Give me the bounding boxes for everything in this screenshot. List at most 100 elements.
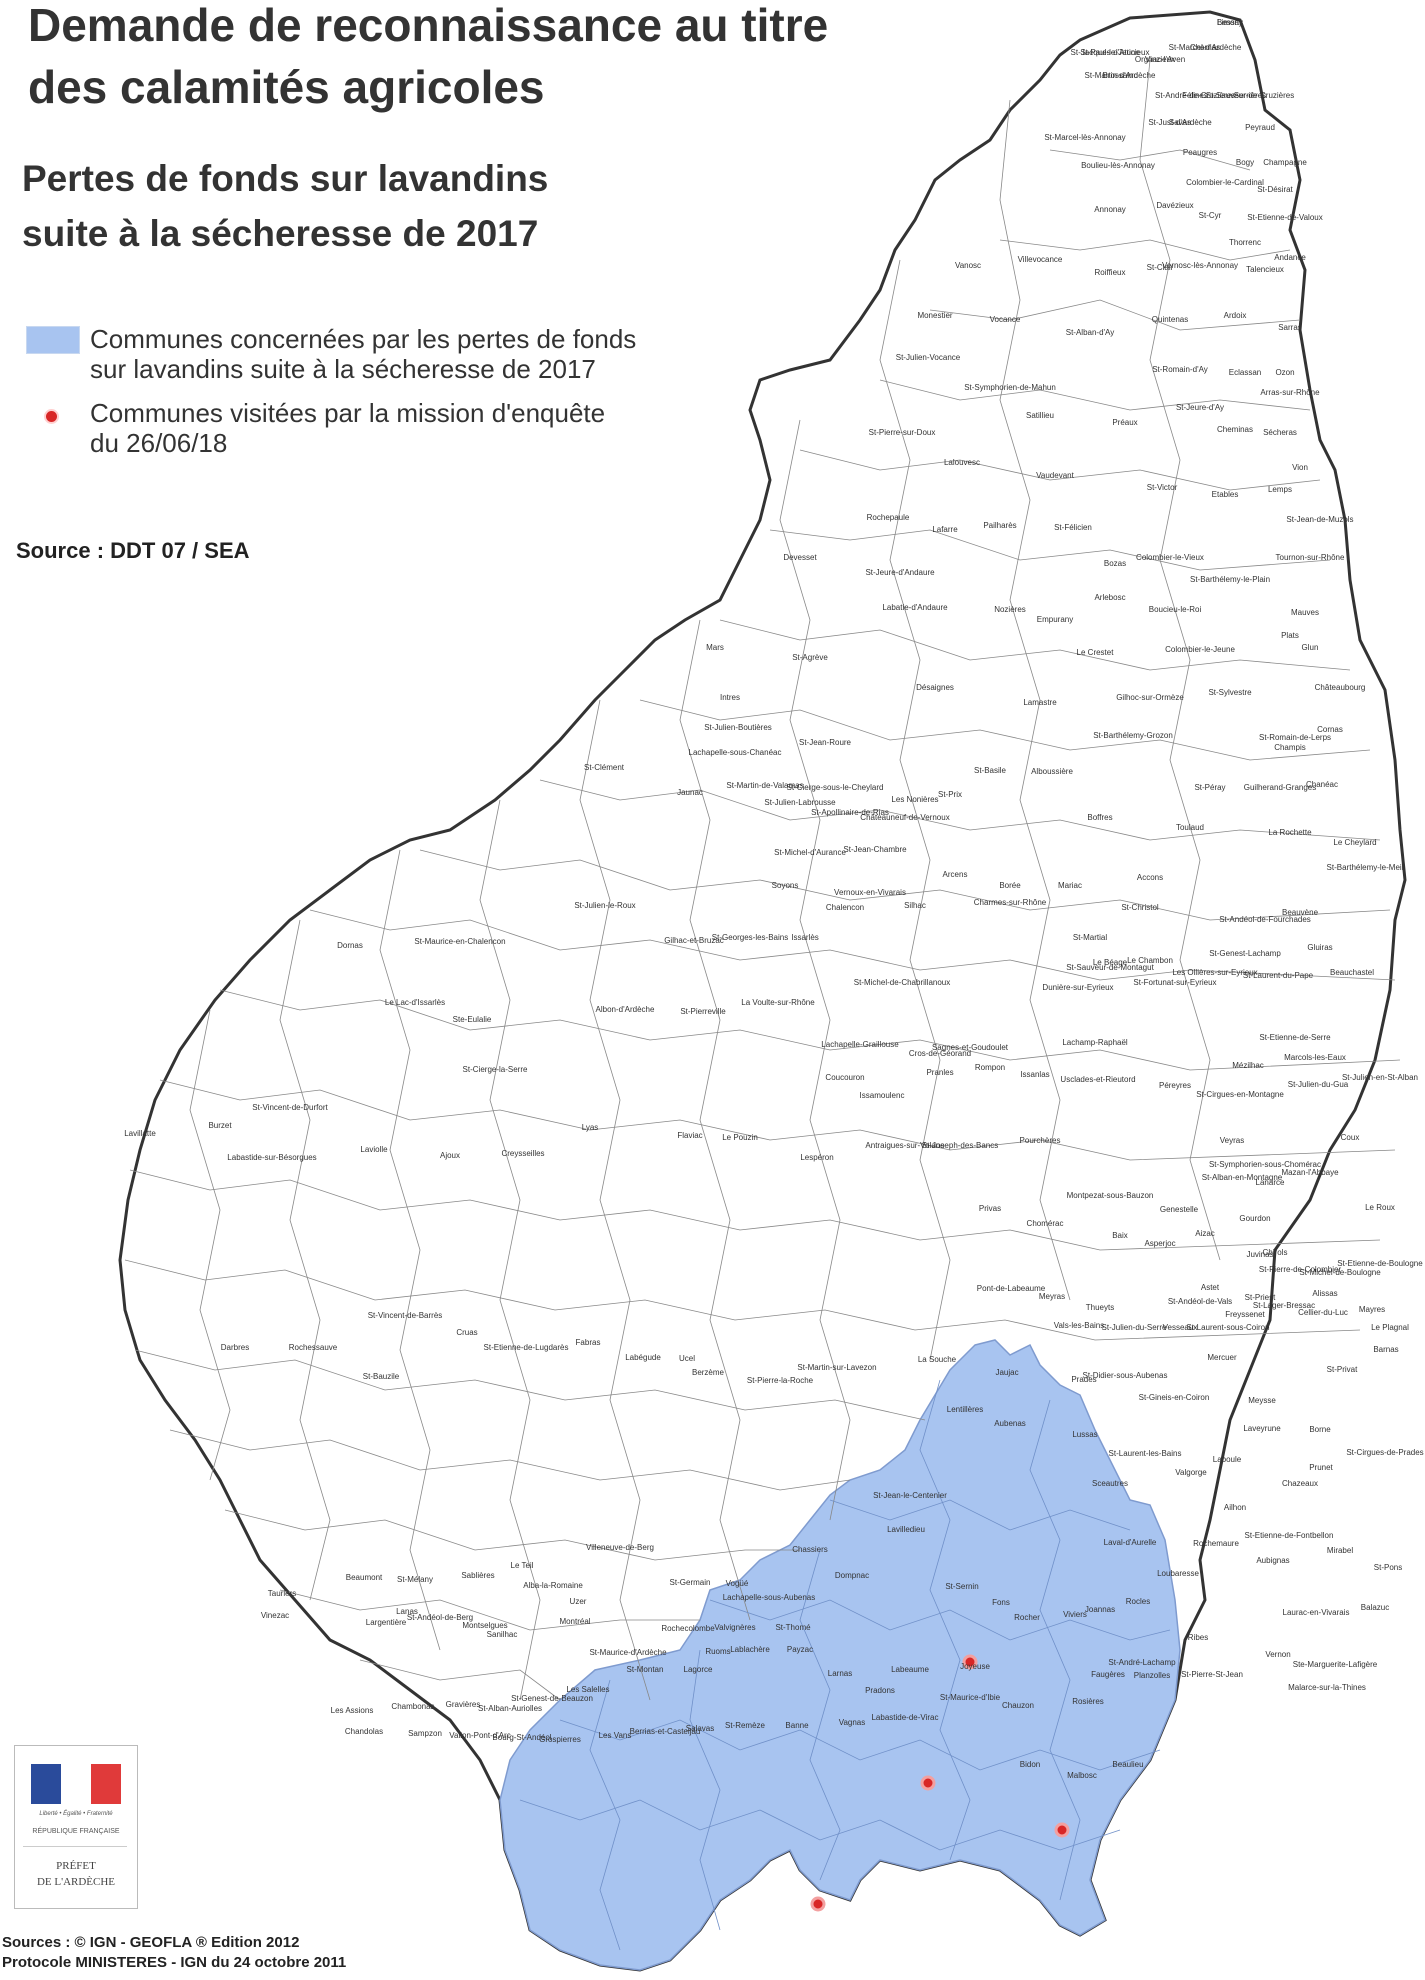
commune-label: Le Cheylard [1333, 838, 1376, 847]
legend-affected-line2: sur lavandins suite à la sécheresse de 2… [90, 354, 596, 384]
commune-label: Silhac [904, 901, 926, 910]
commune-label: Laboule [1213, 1455, 1242, 1464]
map-subtitle-line1: Pertes de fonds sur lavandins [22, 158, 549, 199]
commune-label: Alissas [1312, 1289, 1337, 1298]
commune-label: Lafarre [932, 525, 958, 534]
commune-label: Pourchères [1020, 1136, 1061, 1145]
commune-label: St-Martin-d'Ardèche [1085, 71, 1156, 80]
commune-label: St-Jean-Chambre [843, 845, 907, 854]
commune-label: Labeaume [891, 1665, 929, 1674]
commune-label: Laveyrune [1243, 1424, 1281, 1433]
commune-label: Barnas [1373, 1345, 1398, 1354]
legend-affected-label: Communes concernées par les pertes de fo… [90, 324, 636, 384]
commune-label: St-Pierre-de-Colombier [1259, 1265, 1342, 1274]
commune-label: Montselgues [462, 1621, 507, 1630]
commune-label: Cornas [1317, 725, 1343, 734]
commune-labels: LimonyCharnasSt-Jacques-d'AtticieuxVinzi… [124, 18, 1423, 1780]
commune-label: Mariac [1058, 881, 1082, 890]
commune-label: Montréal [559, 1617, 590, 1626]
commune-label: Péreyres [1159, 1081, 1191, 1090]
map-subtitle-line2: suite à la sécheresse de 2017 [22, 213, 539, 254]
commune-label: Sanilhac [487, 1630, 518, 1639]
commune-label: Ste-Marguerite-Lafigère [1293, 1660, 1378, 1669]
commune-label: Quintenas [1152, 315, 1188, 324]
commune-label: St-Clément [584, 763, 625, 772]
commune-label: Sécheras [1263, 428, 1297, 437]
commune-label: Serrières [1234, 91, 1266, 100]
commune-label: Le Crestet [1077, 648, 1115, 657]
commune-label: Vernoux-en-Vivarais [834, 888, 906, 897]
commune-label: St-Romain-d'Ay [1152, 365, 1208, 374]
commune-label: St-Laurent-du-Pape [1243, 971, 1314, 980]
commune-label: Le Plagnal [1371, 1323, 1409, 1332]
commune-label: St-André-Lachamp [1108, 1658, 1176, 1667]
commune-label: St-Priest [1245, 1293, 1276, 1302]
commune-label: Nozières [994, 605, 1026, 614]
commune-label: Lanas [396, 1607, 418, 1616]
logo-prefet-line2: DE L'ARDÈCHE [36, 1876, 116, 1888]
logo-prefet: PRÉFET DE L'ARDÈCHE [19, 1858, 133, 1890]
commune-label: St-Alban-Auriolles [478, 1704, 542, 1713]
commune-label: Gilhoc-sur-Ormèze [1116, 693, 1184, 702]
visited-dot [920, 1775, 936, 1791]
commune-label: Aubignas [1256, 1556, 1289, 1565]
commune-label: Ste-Eulalie [453, 1015, 492, 1024]
commune-label: St-Marcel-d'Ardèche [1169, 43, 1242, 52]
commune-label: Lablachère [730, 1645, 770, 1654]
commune-label: Asperjoc [1144, 1239, 1175, 1248]
commune-label: Limony [1217, 18, 1243, 27]
commune-label: St-Laurent-les-Bains [1109, 1449, 1182, 1458]
commune-label: Savas [1169, 118, 1191, 127]
commune-label: Vanosc [955, 261, 981, 270]
commune-label: St-Victor [1147, 483, 1178, 492]
commune-label: Prunet [1309, 1463, 1333, 1472]
commune-label: Mars [706, 643, 724, 652]
commune-label: St-Laurent-sous-Coiron [1186, 1323, 1269, 1332]
commune-label: Flaviac [677, 1131, 702, 1140]
commune-label: Brossainc [1102, 71, 1137, 80]
commune-label: Chandolas [345, 1727, 383, 1736]
commune-label: Cros-de-Géorand [909, 1049, 971, 1058]
commune-label: Beauvène [1282, 908, 1319, 917]
commune-label: St-Barthélemy-le-Meil [1327, 863, 1404, 872]
commune-label: Chazeaux [1282, 1479, 1318, 1488]
commune-label: Arcens [943, 870, 968, 879]
commune-label: St-Maurice-d'Ibie [940, 1693, 1001, 1702]
commune-label: St-Prix [938, 790, 962, 799]
commune-label: Alboussière [1031, 767, 1073, 776]
commune-label: Félines [1182, 91, 1208, 100]
commune-label: Issarlès [791, 933, 819, 942]
commune-label: St-Just-d'Ardèche [1148, 118, 1212, 127]
commune-label: Usclades-et-Rieutord [1060, 1075, 1135, 1084]
legend-visited-line1: Communes visitées par la mission d'enquê… [90, 398, 606, 428]
commune-label: St-Jean-le-Centenier [873, 1491, 947, 1500]
commune-label: Beaulieu [1112, 1760, 1143, 1769]
commune-label: Vogüé [726, 1579, 749, 1588]
commune-label: Bourg-St-Andéol [492, 1733, 551, 1742]
commune-label: St-Etienne-de-Serre [1259, 1033, 1331, 1042]
commune-label: Marcols-les-Eaux [1284, 1053, 1346, 1062]
commune-label: Plats [1281, 631, 1299, 640]
commune-label: Issamoulenc [860, 1091, 905, 1100]
commune-label: St-Jacques-d'Atticieux [1071, 48, 1150, 57]
commune-label: St-Fortunat-sur-Eyrieux [1133, 978, 1216, 987]
commune-label: Vagnas [839, 1718, 866, 1727]
commune-label: Lachapelle-sous-Aubenas [723, 1593, 816, 1602]
affected-area [499, 1339, 1181, 1971]
commune-label: Les Nonières [891, 795, 938, 804]
commune-label: Planzolles [1134, 1671, 1170, 1680]
commune-label: Eclassan [1229, 368, 1261, 377]
commune-label: St-Vincent-de-Barrès [368, 1311, 443, 1320]
commune-label: St-Sauveur-de-Cruzières [1206, 91, 1294, 100]
commune-label: St-Thomé [775, 1623, 811, 1632]
commune-label: Vinzieux [1145, 55, 1175, 64]
commune-label: Lavilledieu [887, 1525, 925, 1534]
commune-label: Aubenas [994, 1419, 1026, 1428]
legend-affected-swatch [26, 326, 80, 354]
commune-label: Champis [1274, 743, 1306, 752]
commune-label: Gilhac-et-Bruzac [664, 936, 724, 945]
commune-label: Rompon [975, 1063, 1005, 1072]
commune-label: St-Andéol-de-Berg [407, 1613, 473, 1622]
commune-label: St-Jeure-d'Andaure [865, 568, 935, 577]
commune-label: Lavillatte [124, 1129, 156, 1138]
